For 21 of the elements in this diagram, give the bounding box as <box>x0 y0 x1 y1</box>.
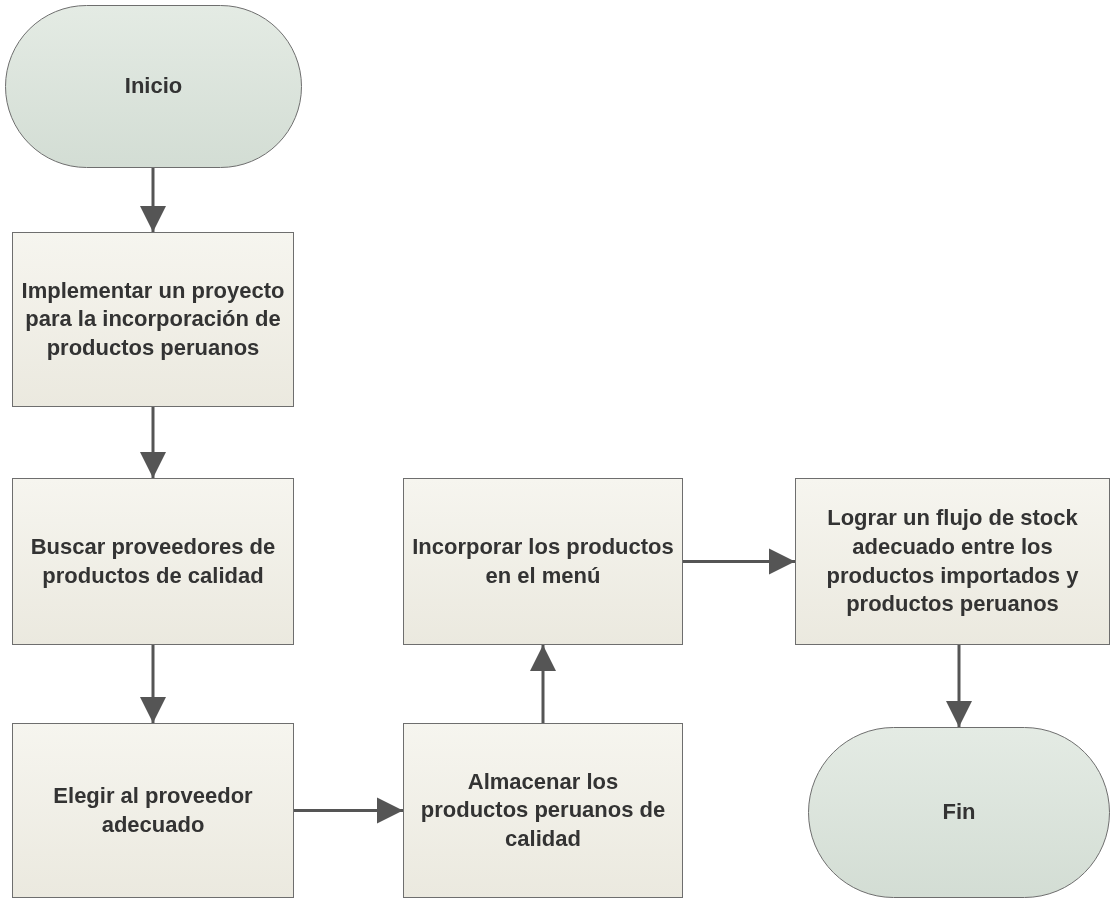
arrow <box>946 645 972 727</box>
node-label: Almacenar los productos peruanos de calidad <box>419 767 667 853</box>
process-box <box>12 723 294 898</box>
node-label: Implementar un proyecto para la incorporación de productos peruanos <box>21 276 285 362</box>
arrow <box>683 548 795 575</box>
process-box <box>795 478 1110 645</box>
arrow <box>140 645 166 723</box>
arrow <box>530 645 556 723</box>
process-box <box>12 478 294 645</box>
process-box <box>403 723 683 898</box>
arrow <box>140 407 166 478</box>
node-label: Fin <box>942 798 976 827</box>
process-box <box>12 232 294 407</box>
arrow <box>140 168 166 232</box>
node-label: Inicio <box>124 72 183 101</box>
process-box <box>403 478 683 645</box>
node-label: Buscar proveedores de productos de calidad <box>29 532 277 590</box>
node-label: Incorporar los productos en el menú <box>412 532 674 590</box>
node-label: Lograr un flujo de stock adecuado entre los productos importados y productos peruanos <box>825 504 1080 619</box>
arrow <box>294 797 403 824</box>
node-label: Elegir al proveedor adecuado <box>52 781 254 839</box>
